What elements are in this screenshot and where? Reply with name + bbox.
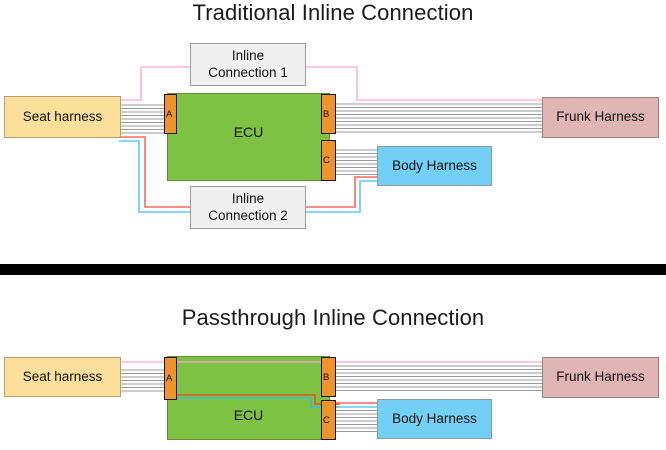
wire-bundle-b-to-frunk-pt	[336, 365, 543, 391]
inline-2-line-2: Connection 2	[208, 207, 288, 223]
node-body-harness-passthrough[interactable]: Body Harness	[377, 399, 492, 439]
wire-bundle-c-to-body	[336, 149, 377, 175]
title-traditional: Traditional Inline Connection	[192, 0, 474, 25]
wire-bundle-seat-to-a-pt	[119, 369, 166, 392]
connector-c-passthrough[interactable]: C	[321, 400, 336, 440]
node-frunk-harness-passthrough[interactable]: Frunk Harness	[542, 357, 659, 398]
node-ecu-passthrough[interactable]: ECU	[167, 356, 330, 440]
wire-bundle-b-to-frunk	[336, 103, 543, 133]
wire-bundle-seat-to-a	[119, 104, 166, 134]
connector-a-passthrough[interactable]: A	[164, 357, 177, 400]
section-divider	[0, 264, 666, 275]
wire-bundle-c-to-body-pt	[336, 406, 377, 432]
connector-a-traditional[interactable]: A	[164, 94, 177, 134]
node-frunk-harness-traditional[interactable]: Frunk Harness	[542, 97, 659, 138]
node-seat-harness-traditional[interactable]: Seat harness	[4, 96, 121, 138]
wire-blue-bottom-right	[300, 180, 379, 213]
node-inline-connection-1[interactable]: Inline Connection 1	[190, 43, 306, 86]
connector-c-traditional[interactable]: C	[321, 140, 336, 181]
inline-1-line-2: Connection 1	[208, 64, 288, 80]
inline-2-line-1: Inline	[231, 191, 265, 207]
ecu-label-passthrough: ECU	[233, 407, 264, 423]
node-seat-harness-passthrough[interactable]: Seat harness	[4, 357, 121, 397]
wire-pink-top-right	[300, 66, 545, 101]
ecu-label-traditional: ECU	[233, 124, 264, 140]
node-ecu-traditional[interactable]: ECU	[167, 93, 330, 181]
connector-b-passthrough[interactable]: B	[321, 357, 336, 397]
wire-red-bottom	[119, 136, 200, 208]
connector-b-traditional[interactable]: B	[321, 94, 336, 134]
node-inline-connection-2[interactable]: Inline Connection 2	[190, 186, 306, 229]
wire-blue-bottom	[119, 140, 200, 213]
title-passthrough: Passthrough Inline Connection	[181, 305, 485, 330]
node-body-harness-traditional[interactable]: Body Harness	[377, 146, 492, 186]
top-diagram-wires	[119, 66, 545, 213]
wire-red-bottom-right	[300, 176, 379, 208]
inline-1-line-1: Inline	[231, 48, 265, 64]
wire-pink-top	[119, 66, 200, 101]
